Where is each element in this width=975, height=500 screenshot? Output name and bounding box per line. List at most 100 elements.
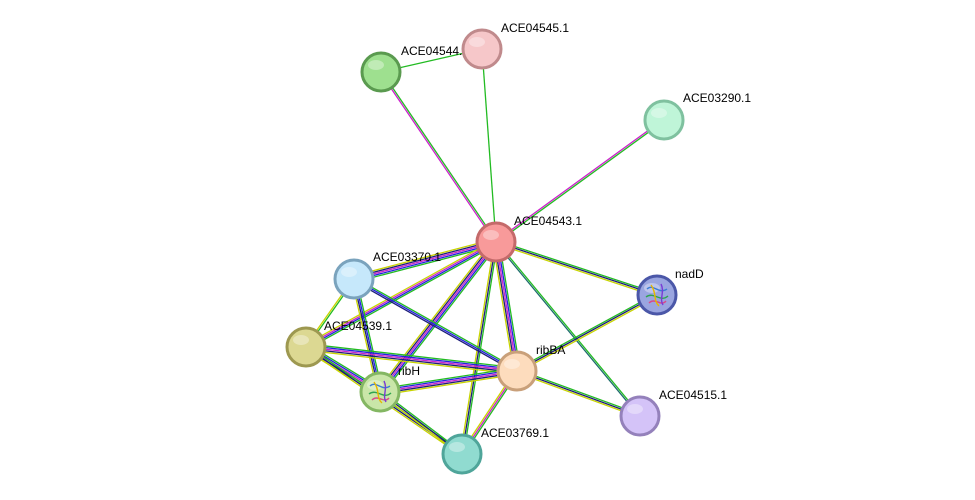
- node-ace04539-1[interactable]: ACE04539.1: [285, 319, 392, 368]
- edge-evidence-line: [459, 241, 496, 454]
- node-label: ACE03290.1: [683, 91, 751, 105]
- node-ace04543-1[interactable]: ACE04543.1: [475, 214, 582, 263]
- edge-evidence-line: [382, 243, 500, 395]
- edge-evidence-line: [516, 370, 641, 417]
- edge-evidence-line: [495, 118, 664, 242]
- node-highlight: [449, 442, 465, 452]
- node-circle[interactable]: [643, 99, 685, 141]
- edge-evidence-line: [306, 243, 498, 350]
- node-circle[interactable]: [475, 221, 517, 263]
- node-ace03769-1[interactable]: ACE03769.1: [441, 426, 549, 475]
- edge-evidence-line: [353, 241, 497, 280]
- edge-evidence-line: [381, 71, 498, 242]
- structure-strand: [368, 391, 392, 396]
- edge-ace04543-1-ribh: [376, 239, 500, 395]
- node-ace04515-1[interactable]: ACE04515.1: [619, 388, 727, 437]
- node-circle[interactable]: [461, 28, 503, 70]
- protein-structure-icon: [645, 283, 669, 307]
- node-nadd[interactable]: nadD: [636, 267, 704, 316]
- edge-ace03370-1-ribba: [352, 277, 519, 373]
- node-highlight: [627, 404, 643, 414]
- edge-evidence-line: [494, 242, 640, 417]
- structure-strand: [645, 294, 669, 299]
- edge-evidence-line: [493, 242, 517, 372]
- edge-evidence-line: [495, 241, 518, 372]
- edge-evidence-line: [376, 239, 494, 391]
- protein-structure-icon: [368, 380, 392, 404]
- structure-strand: [648, 300, 667, 304]
- node-ace03370-1[interactable]: ACE03370.1: [333, 250, 441, 300]
- edge-evidence-line: [496, 120, 665, 244]
- edge-ribba-nadd: [515, 293, 659, 373]
- edge-evidence-line: [516, 371, 640, 419]
- structure-strand: [646, 286, 668, 292]
- edge-ace04544-ace04543-1: [379, 71, 498, 243]
- edge-evidence-line: [305, 349, 517, 375]
- edge-evidence-line: [353, 278, 518, 372]
- edge-evidence-line: [305, 240, 496, 347]
- edge-evidence-line: [306, 242, 497, 349]
- node-label: ACE04544.: [401, 44, 462, 58]
- node-highlight: [504, 359, 520, 369]
- node-ace04545-1[interactable]: ACE04545.1: [461, 21, 569, 70]
- node-circle[interactable]: [496, 350, 538, 392]
- node-label: ACE04539.1: [324, 319, 392, 333]
- node-ace04544[interactable]: ACE04544.: [360, 44, 462, 93]
- edge-ace04543-1-ribba: [492, 241, 521, 372]
- edge-evidence-line: [379, 370, 518, 393]
- node-circle[interactable]: [619, 395, 661, 437]
- node-circle[interactable]: [359, 371, 401, 413]
- edge-evidence-line: [306, 343, 518, 369]
- structure-strand: [660, 283, 664, 306]
- edge-evidence-line: [379, 368, 517, 392]
- edge-ace03290-1-ace04543-1: [495, 118, 665, 244]
- node-label: ACE03769.1: [481, 426, 549, 440]
- edge-ribba-ace04515-1: [516, 368, 641, 419]
- node-circle[interactable]: [636, 274, 678, 316]
- edge-evidence-line: [495, 241, 658, 296]
- structure-strand: [383, 380, 387, 403]
- node-circle[interactable]: [441, 433, 483, 475]
- node-label: ACE04545.1: [501, 21, 569, 35]
- edge-evidence-line: [498, 241, 521, 371]
- node-circle[interactable]: [360, 51, 402, 93]
- node-ribba[interactable]: ribBA: [496, 343, 565, 392]
- structure-strand: [371, 397, 390, 401]
- node-highlight: [469, 37, 485, 47]
- node-ribh[interactable]: ribH: [359, 364, 420, 413]
- node-highlight: [341, 267, 357, 277]
- edge-ace04543-1-nadd: [495, 239, 658, 298]
- edge-evidence-line: [352, 279, 517, 373]
- structure-strand: [650, 284, 660, 307]
- node-circle[interactable]: [333, 258, 375, 300]
- structure-strand: [373, 381, 383, 404]
- edge-evidence-line: [496, 241, 642, 416]
- node-label: ribH: [398, 364, 420, 378]
- edge-evidence-line: [495, 242, 657, 298]
- node-label: ACE04543.1: [514, 214, 582, 228]
- edge-evidence-line: [380, 371, 518, 395]
- edge-ace04545-1-ace04543-1: [481, 48, 497, 243]
- edge-ace04539-1-ribba: [305, 343, 518, 375]
- edge-evidence-line: [380, 373, 518, 396]
- node-highlight: [293, 335, 309, 345]
- node-highlight: [483, 230, 499, 240]
- edge-evidence-line: [353, 239, 496, 279]
- edge-evidence-line: [517, 368, 641, 416]
- node-ace03290-1[interactable]: ACE03290.1: [643, 91, 751, 141]
- edge-evidence-line: [379, 367, 517, 390]
- edge-evidence-line: [516, 294, 658, 372]
- edge-evidence-line: [496, 241, 520, 371]
- node-label: ACE03370.1: [373, 250, 441, 264]
- node-circle[interactable]: [285, 326, 327, 368]
- edge-evidence-line: [306, 344, 518, 371]
- edge-evidence-line: [353, 238, 496, 277]
- edge-evidence-line: [354, 242, 497, 282]
- edge-ribh-ribba: [379, 367, 518, 396]
- node-label: ACE04515.1: [659, 388, 727, 402]
- edge-evidence-line: [378, 240, 496, 392]
- edge-evidence-line: [379, 241, 497, 393]
